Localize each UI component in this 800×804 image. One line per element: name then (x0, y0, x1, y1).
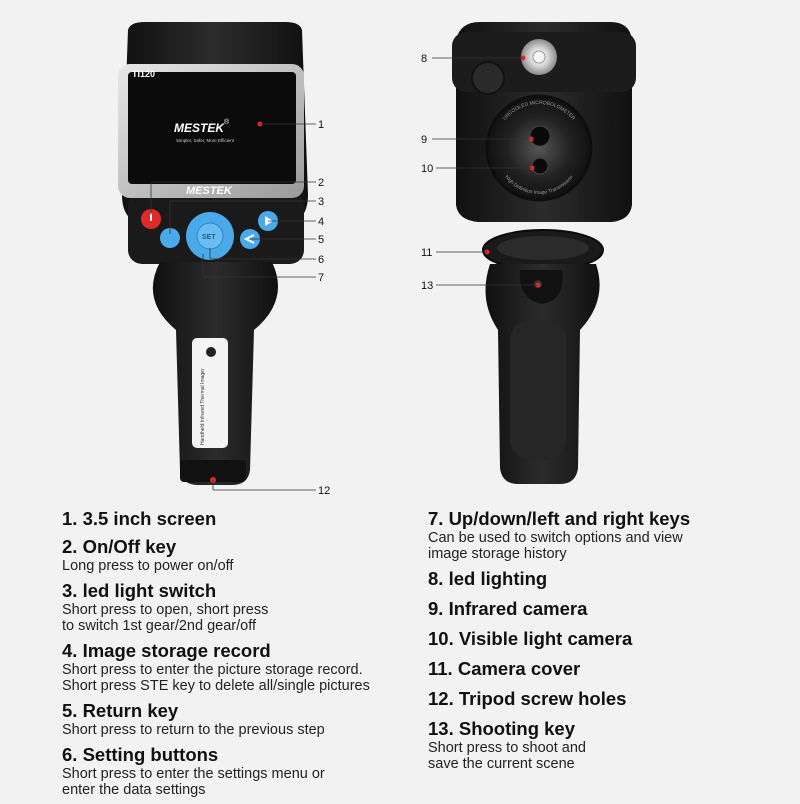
front-label-text: Handheld Infrared Thermal Imager (200, 368, 206, 445)
callout-number: 4 (318, 216, 324, 228)
callout-number: 1 (318, 119, 324, 131)
back-view (452, 22, 636, 484)
legend-item: 11. Camera cover (428, 658, 798, 680)
callout-numbers: 1 2 3 4 5 6 7 8 9 10 11 12 13 (318, 53, 433, 497)
legend-item-title: 8. led lighting (428, 568, 548, 589)
legend-item: 12. Tripod screw holes (428, 688, 798, 710)
legend-item-title: 12. Tripod screw holes (428, 688, 627, 709)
callout-number: 9 (421, 134, 427, 146)
legend-item: 2. On/Off key Long press to power on/off (62, 536, 432, 574)
infrared-camera-icon (529, 125, 551, 147)
back-grip-texture (510, 320, 566, 460)
legend-item-desc: Short press to enter the picture storage… (62, 662, 370, 694)
legend-item: 3. led light switch Short press to open,… (62, 580, 432, 634)
legend-item-title: 7. Up/down/left and right keys (428, 508, 691, 529)
front-label-logo-icon (206, 347, 216, 357)
screen-tagline-text: Simpler, Safer, More Efficient (176, 138, 235, 143)
tripod-hole-plate (180, 460, 246, 482)
legend-item-desc: Can be used to switch options and view i… (428, 530, 683, 562)
visible-light-camera-icon (531, 157, 549, 175)
legend-item: 5. Return key Short press to return to t… (62, 700, 432, 738)
legend-item-title: 3. led light switch (62, 580, 217, 601)
device-illustration: Handheld Infrared Thermal Imager TI120 M… (118, 22, 636, 497)
screen-brand-text: MESTEK (174, 121, 225, 135)
legend-item-title: 9. Infrared camera (428, 598, 588, 619)
screen (128, 72, 296, 184)
callout-number: 12 (318, 485, 330, 497)
callout-lines (150, 57, 538, 491)
legend-item-title: 10. Visible light camera (428, 628, 633, 649)
back-trigger (519, 270, 563, 304)
power-icon (150, 213, 152, 221)
legend-item-title: 2. On/Off key (62, 536, 177, 557)
camera-cover-inner (497, 236, 589, 260)
legend-item-title: 13. Shooting key (428, 718, 576, 739)
callout-number: 3 (318, 196, 324, 208)
legend-item-title: 1. 3.5 inch screen (62, 508, 217, 529)
legend-item-title: 6. Setting buttons (62, 744, 219, 765)
callout-number: 6 (318, 254, 324, 266)
legend-item-desc: Short press to open, short press to swit… (62, 602, 269, 634)
front-handle-label-plate (192, 338, 228, 448)
legend-item: 9. Infrared camera (428, 598, 798, 620)
return-arrow-icon (243, 234, 255, 244)
callout-number: 10 (421, 163, 433, 175)
legend-left: 1. 3.5 inch screen 2. On/Off key Long pr… (62, 508, 432, 804)
set-key-label: SET (202, 234, 216, 241)
back-sensor-icon (471, 61, 505, 95)
front-view: Handheld Infrared Thermal Imager TI120 M… (118, 22, 308, 485)
device-model-text: TI120 (132, 69, 155, 79)
led-core (532, 50, 546, 64)
legend-item: 7. Up/down/left and right keys Can be us… (428, 508, 798, 562)
legend-item: 13. Shooting key Short press to shoot an… (428, 718, 798, 772)
camera-module-ring (485, 94, 593, 202)
callout-number: 8 (421, 53, 427, 65)
legend-item: 4. Image storage record Short press to e… (62, 640, 432, 694)
legend-item: 6. Setting buttons Short press to enter … (62, 744, 432, 798)
callout-number: 13 (421, 280, 433, 292)
led-light-switch[interactable] (160, 228, 180, 248)
legend-right: 7. Up/down/left and right keys Can be us… (428, 508, 798, 778)
callout-number: 2 (318, 177, 324, 189)
legend-item-desc: Short press to enter the settings menu o… (62, 766, 325, 798)
legend-item-title: 5. Return key (62, 700, 179, 721)
legend-item-desc: Long press to power on/off (62, 558, 234, 574)
callout-number: 11 (421, 247, 432, 259)
legend-item-title: 11. Camera cover (428, 658, 581, 679)
legend-item: 8. led lighting (428, 568, 798, 590)
callout-number: 7 (318, 272, 324, 284)
legend-item-title: 4. Image storage record (62, 640, 271, 661)
screen-brand-mark: ® (224, 118, 230, 126)
legend-item-desc: Short press to shoot and save the curren… (428, 740, 586, 772)
callout-number: 5 (318, 234, 324, 246)
legend-item-desc: Short press to return to the previous st… (62, 722, 325, 738)
legend-item: 10. Visible light camera (428, 628, 798, 650)
front-brand-text: MESTEK (186, 185, 233, 197)
legend-item: 1. 3.5 inch screen (62, 508, 432, 530)
